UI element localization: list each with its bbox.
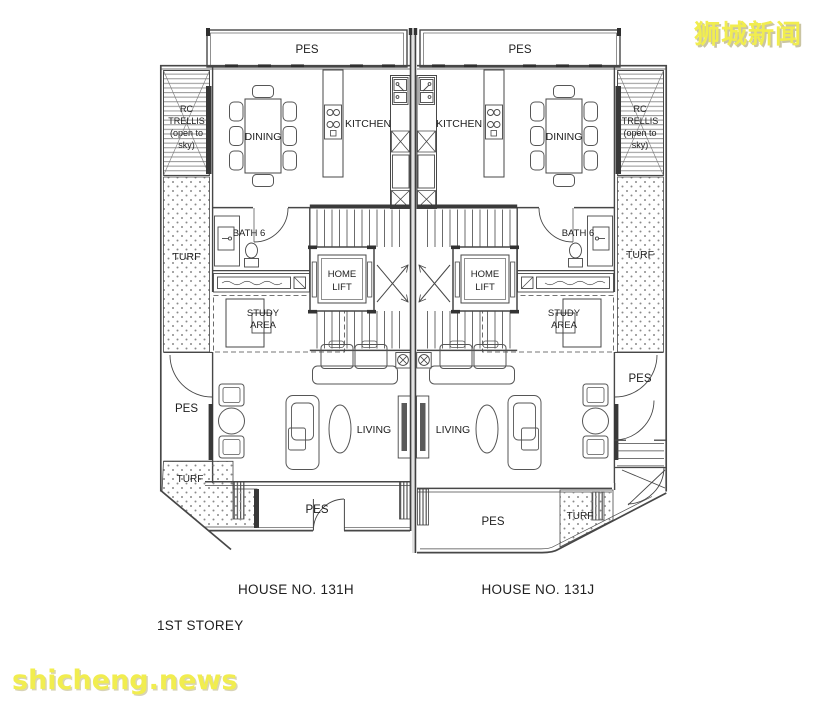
label-dining-h: DINING — [245, 131, 282, 143]
door-arc — [627, 467, 665, 505]
label-study-j-2: AREA — [551, 320, 578, 331]
label-trellis-h-4: sky) — [178, 140, 195, 150]
label-living-j: LIVING — [436, 424, 470, 436]
label-bath-h: BATH 6 — [233, 228, 266, 239]
label-turf-bottom-h: TURF — [177, 474, 204, 485]
label-pes-side-j: PES — [628, 373, 651, 385]
label-turf-bottom-j: TURF — [567, 511, 594, 522]
label-study-h-1: STUDY — [247, 308, 280, 319]
label-pes-bottom-h: PES — [305, 504, 328, 516]
turf-patch — [161, 460, 258, 528]
label-lift-j-1: HOME — [471, 269, 500, 280]
label-lift-j-2: LIFT — [475, 282, 495, 293]
label-pes-top-h: PES — [295, 44, 318, 56]
label-trellis-j-3: (open to — [623, 128, 656, 138]
label-storey: 1ST STOREY — [157, 618, 244, 633]
room-labels: PES PES RC TRELLIS (open to sky) RC TREL… — [157, 44, 658, 633]
label-house-131j: HOUSE NO. 131J — [482, 582, 595, 597]
label-house-131h: HOUSE NO. 131H — [238, 582, 354, 597]
label-dining-j: DINING — [546, 131, 583, 143]
label-trellis-h-3: (open to — [170, 128, 203, 138]
label-pes-top-j: PES — [508, 44, 531, 56]
door-arc — [614, 400, 655, 441]
label-living-h: LIVING — [357, 424, 391, 436]
watermark-shicheng-news: shicheng.news — [12, 665, 238, 696]
door-arc — [312, 498, 345, 531]
house-131j-frontage — [417, 400, 667, 554]
label-kitchen-j: KITCHEN — [436, 118, 482, 130]
house-131h-frontage — [160, 460, 410, 551]
label-trellis-h-1: RC — [180, 104, 193, 114]
label-study-h-2: AREA — [250, 320, 277, 331]
entrance-door — [312, 498, 345, 531]
label-trellis-j-4: sky) — [632, 140, 649, 150]
label-pes-bottom-j: PES — [481, 516, 504, 528]
label-kitchen-h: KITCHEN — [345, 118, 391, 130]
label-lift-h-1: HOME — [328, 269, 357, 280]
label-trellis-j-1: RC — [634, 104, 647, 114]
label-turf-side-j: TURF — [626, 249, 654, 261]
label-study-j-1: STUDY — [548, 308, 581, 319]
label-pes-side-h: PES — [175, 403, 198, 415]
label-trellis-h-2: TRELLIS — [168, 116, 205, 126]
label-bath-j: BATH 6 — [562, 228, 595, 239]
label-lift-h-2: LIFT — [332, 282, 352, 293]
party-wall — [399, 28, 429, 553]
label-trellis-j-2: TRELLIS — [622, 116, 659, 126]
exterior-stairs — [614, 400, 667, 506]
watermark-shicheng-chinese: 狮城新闻 — [694, 20, 803, 50]
label-turf-side-h: TURF — [173, 251, 201, 263]
